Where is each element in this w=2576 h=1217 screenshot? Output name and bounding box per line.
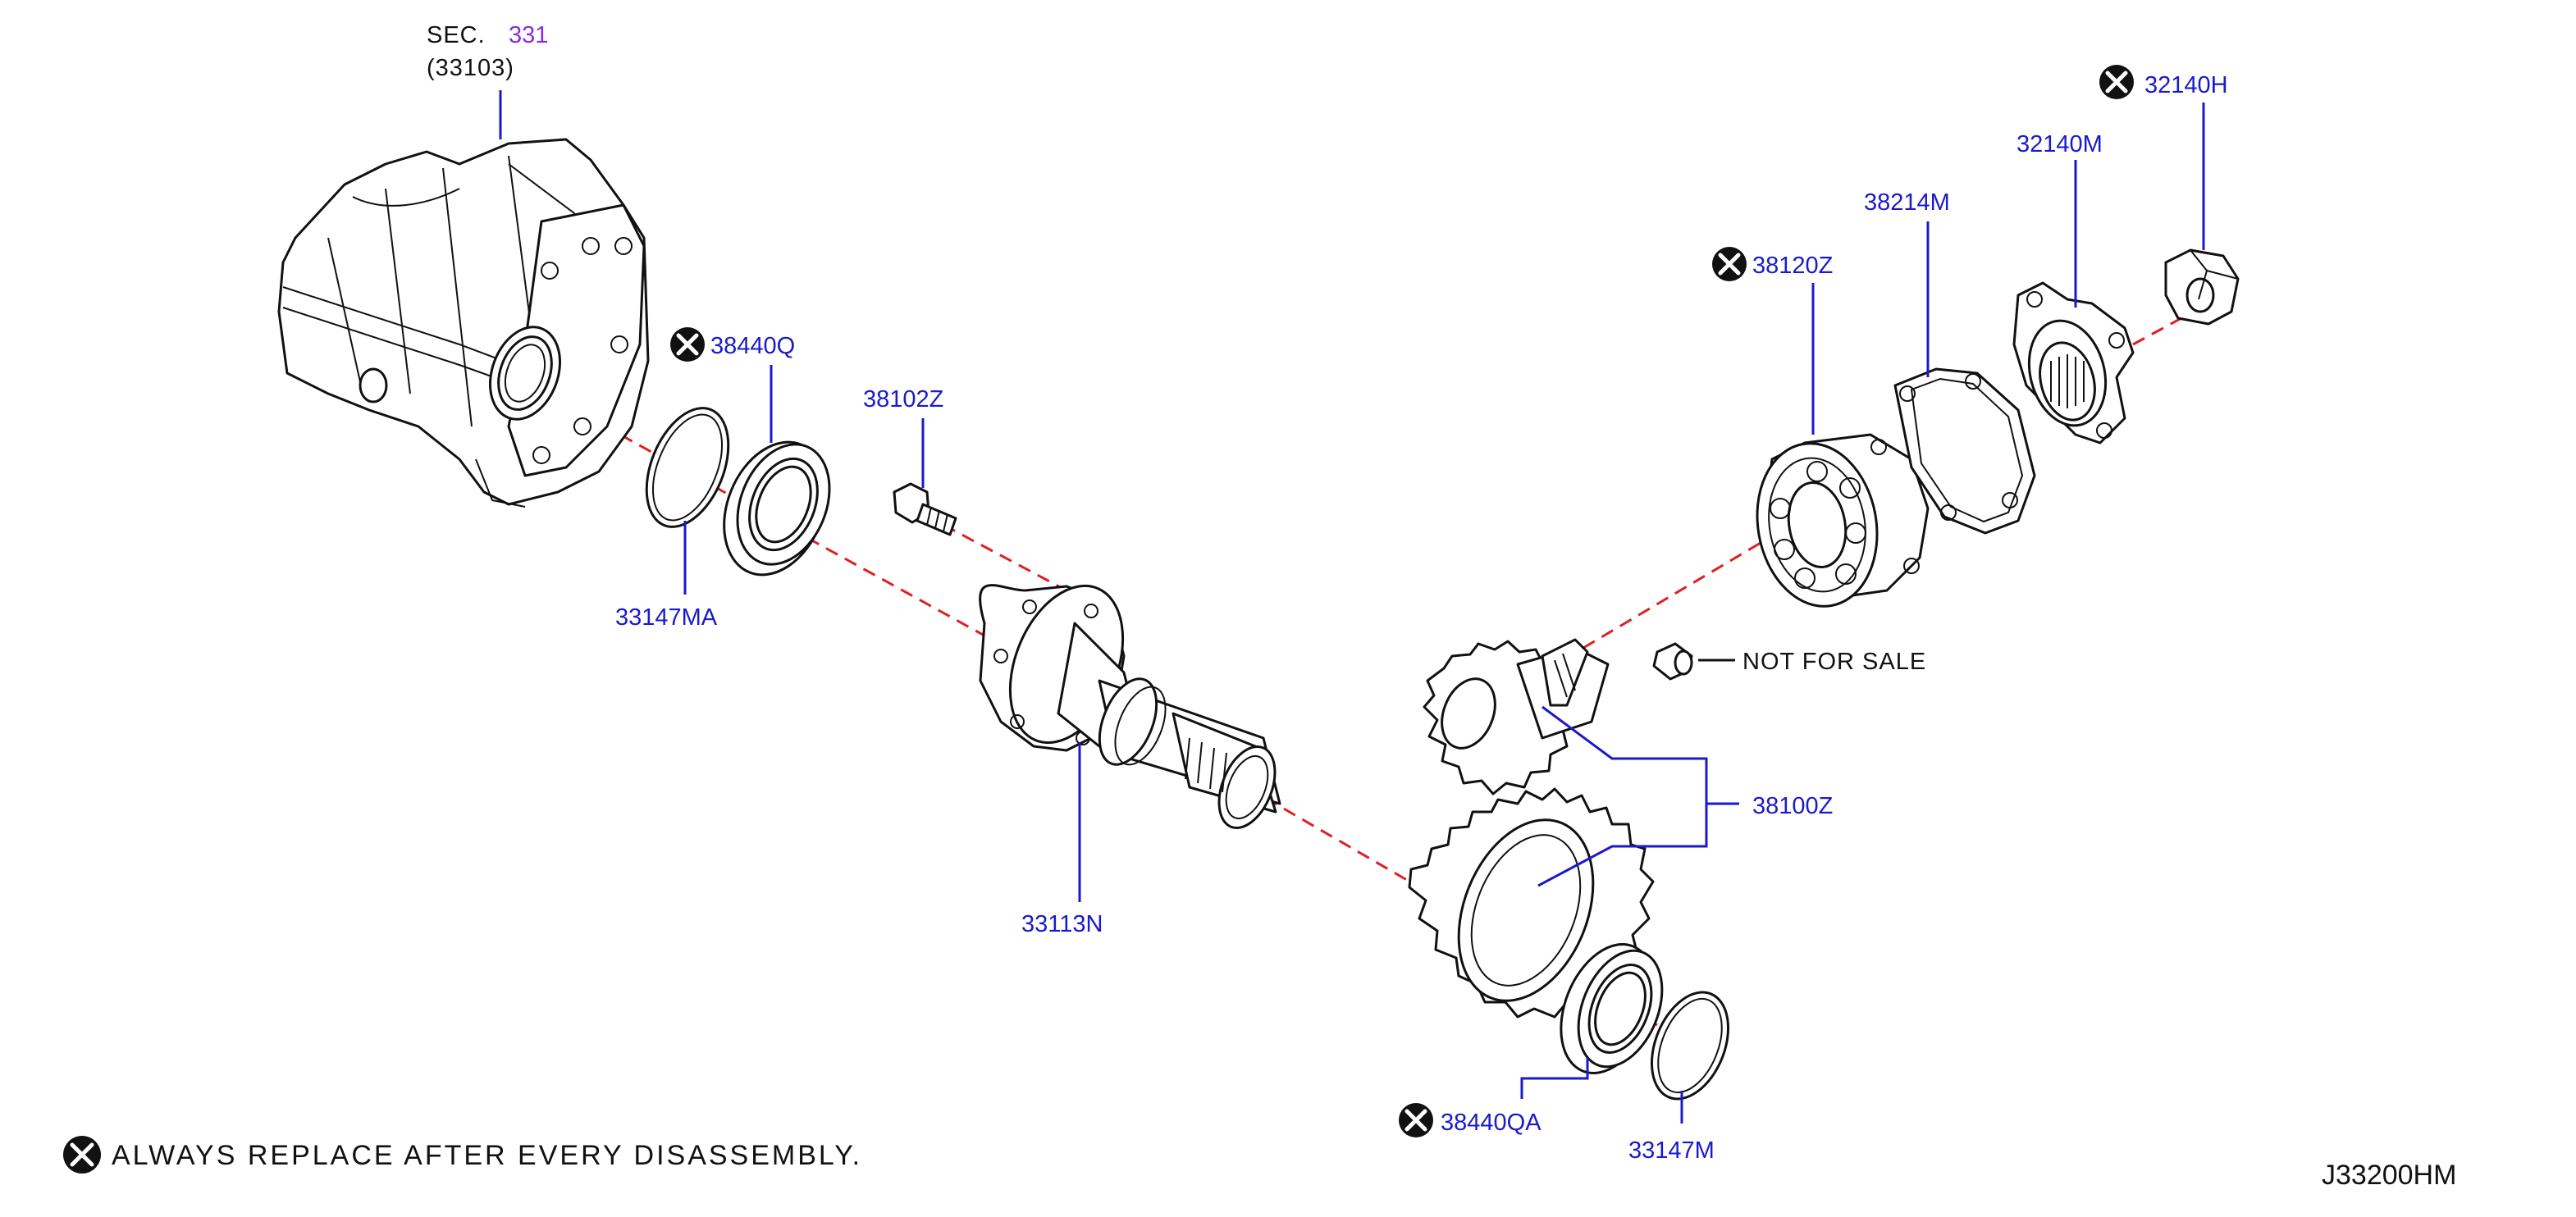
label-38440qa[interactable]: 38440QA [1441, 1110, 1541, 1136]
pin-not-for-sale[interactable] [1652, 642, 1735, 681]
section-ref: (33103) [427, 55, 514, 81]
replace-marker-38440qa [1399, 1103, 1433, 1137]
bolt-38102z[interactable] [893, 482, 957, 536]
transfer-case-housing[interactable] [277, 138, 650, 508]
part-labels: SEC. 331 (33103) 38440Q 33147MA 38102Z 3… [427, 22, 2228, 1164]
replace-marker-38120z [1712, 247, 1747, 281]
diagram-code: J33200HM [2322, 1160, 2456, 1191]
footnote-text: ALWAYS REPLACE AFTER EVERY DISASSEMBLY. [112, 1140, 862, 1171]
oil-seal-38440q[interactable] [706, 426, 847, 590]
output-shaft-33113n[interactable] [979, 569, 1286, 836]
label-38102z[interactable]: 38102Z [863, 386, 943, 413]
leader-lines [499, 90, 2205, 1124]
replace-marker-32140h [2099, 65, 2134, 99]
label-33113n[interactable]: 33113N [1021, 911, 1103, 937]
label-38100z[interactable]: 38100Z [1752, 793, 1833, 819]
label-33147ma[interactable]: 33147MA [615, 604, 718, 631]
axis-bolt [943, 523, 1067, 592]
section-prefix: SEC. [427, 22, 486, 48]
oil-seal-38440qa[interactable] [1543, 930, 1678, 1087]
leader-38440qa [1520, 1058, 1589, 1099]
label-not-for-sale: NOT FOR SALE [1742, 649, 1926, 675]
pinion-gear-38100z[interactable] [1423, 638, 1610, 795]
footnote: ALWAYS REPLACE AFTER EVERY DISASSEMBLY. [63, 1136, 862, 1174]
label-38440q[interactable]: 38440Q [710, 333, 795, 359]
nut-32140h[interactable] [2164, 248, 2240, 326]
label-33147m[interactable]: 33147M [1628, 1137, 1715, 1164]
label-38120z[interactable]: 38120Z [1752, 253, 1833, 279]
label-32140h[interactable]: 32140H [2144, 72, 2228, 98]
bearing-housing-38120z[interactable] [1745, 433, 1930, 616]
section-number-link[interactable]: 331 [509, 22, 548, 48]
gasket-38214m[interactable] [1893, 367, 2036, 535]
companion-flange-32140m[interactable] [2012, 281, 2135, 444]
leader-38100z [1541, 705, 1739, 805]
o-ring-33147m[interactable] [1637, 981, 1743, 1110]
label-38214m[interactable]: 38214M [1864, 189, 1950, 216]
label-32140m[interactable]: 32140M [2016, 131, 2103, 157]
leader-38100z-lower [1537, 804, 1708, 887]
replace-marker-38440q [670, 327, 705, 362]
o-ring-33147ma[interactable] [631, 396, 745, 539]
replace-marker-legend [63, 1136, 101, 1174]
